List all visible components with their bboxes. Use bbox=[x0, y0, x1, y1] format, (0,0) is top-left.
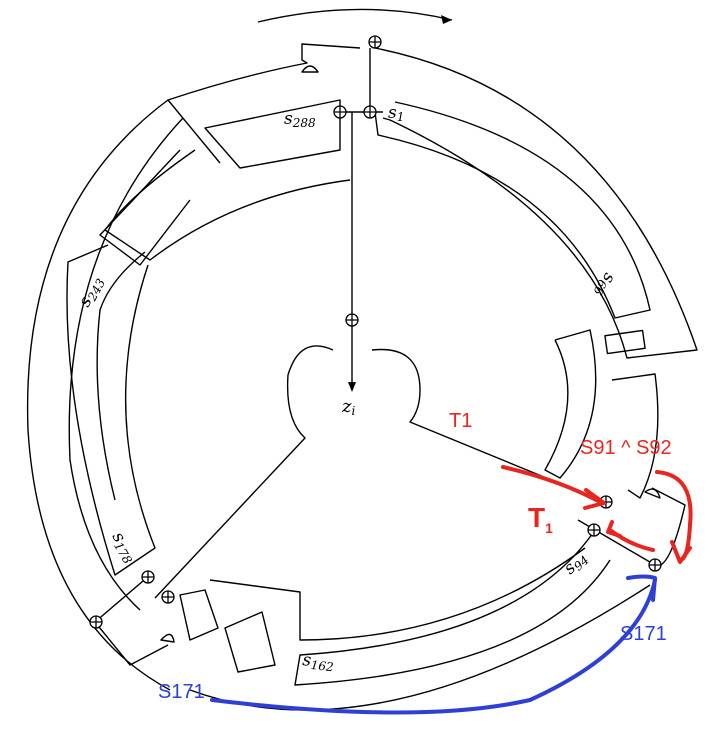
red-arrowhead-1 bbox=[583, 488, 606, 510]
label-s94: s94 bbox=[560, 548, 592, 580]
annotation-s171-right: S171 bbox=[620, 623, 667, 645]
label-zi: zi bbox=[341, 396, 355, 418]
and-gate-bottom bbox=[160, 633, 175, 643]
center-loop-right bbox=[371, 348, 601, 501]
register-s1-band bbox=[374, 101, 651, 319]
register-s66-lower bbox=[544, 329, 597, 479]
red-annotations bbox=[501, 465, 693, 564]
label-s288: s288 bbox=[284, 109, 316, 130]
and-gate-top bbox=[301, 65, 319, 73]
register-s288-box bbox=[204, 99, 341, 169]
annotation-s171-left: S171 bbox=[158, 681, 205, 703]
red-arrowhead-3 bbox=[606, 520, 622, 538]
and-gate-right bbox=[644, 488, 661, 499]
annotation-t1-handwritten: T1 bbox=[528, 502, 553, 536]
register-right-band bbox=[611, 373, 659, 499]
outer-left-inner bbox=[68, 117, 184, 611]
s66-connector-box bbox=[604, 329, 646, 355]
xor-node-center bbox=[345, 313, 359, 327]
blue-arrowhead bbox=[626, 574, 657, 602]
inner-gap-box bbox=[99, 149, 191, 266]
center-loop bbox=[154, 345, 334, 599]
xor-node-lower-1 bbox=[161, 590, 175, 604]
xor-node-right-3 bbox=[648, 558, 662, 572]
xor-node-s1 bbox=[363, 105, 377, 119]
annotation-s91-s92: S91 ^ S92 bbox=[580, 437, 672, 459]
register-s162-band bbox=[209, 547, 586, 641]
segment-labels: s288 s1 s243 s178 s162 s94 s66 zi bbox=[75, 103, 620, 674]
inner-ring-left-2 bbox=[96, 251, 146, 501]
register-s243-band bbox=[66, 244, 156, 576]
outer-left-arc bbox=[26, 99, 171, 691]
central-arrowhead bbox=[348, 382, 356, 392]
rotation-arrow bbox=[257, 8, 453, 23]
register-s94-band bbox=[294, 529, 611, 686]
lower-left-outer bbox=[94, 574, 169, 666]
outer-register-ring bbox=[374, 42, 698, 359]
red-arrowhead-2 bbox=[670, 540, 692, 564]
label-s1: s1 bbox=[388, 103, 404, 124]
label-s243: s243 bbox=[75, 273, 109, 311]
lower-box-2 bbox=[224, 611, 276, 673]
rotation-arrowhead bbox=[441, 15, 452, 24]
outer-circle-left bbox=[167, 43, 361, 164]
label-s162: s162 bbox=[301, 650, 335, 674]
right-outer-connector bbox=[651, 487, 686, 567]
bottom-arc bbox=[189, 584, 651, 711]
annotation-t1: T1 bbox=[449, 410, 472, 432]
xor-node-lower-left bbox=[89, 615, 103, 629]
xor-node-top bbox=[368, 35, 382, 49]
red-arrow-to-node bbox=[501, 465, 604, 505]
inner-ring-left bbox=[104, 149, 351, 261]
blue-annotations bbox=[210, 574, 657, 715]
xor-node-right-2 bbox=[587, 523, 601, 537]
lower-box-1 bbox=[179, 589, 219, 641]
blue-arrow-curve bbox=[210, 578, 657, 715]
xor-nodes bbox=[89, 35, 662, 629]
xor-node-s178 bbox=[141, 570, 155, 584]
xor-node-s288 bbox=[333, 105, 347, 119]
